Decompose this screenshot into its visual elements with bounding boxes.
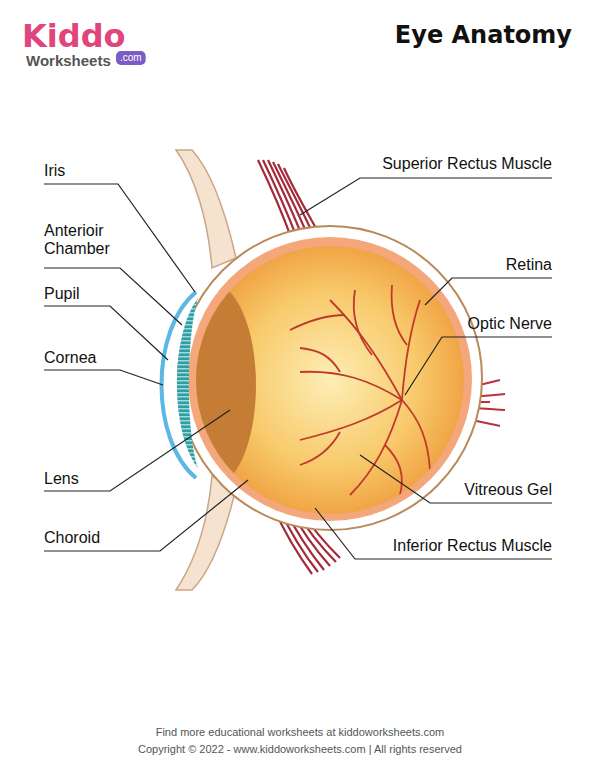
logo-subword: Worksheets (26, 52, 111, 69)
leader-lines (44, 178, 552, 559)
part-label: Optic Nerve (468, 315, 552, 333)
part-label: Anterioir Chamber (44, 222, 130, 259)
logo-domain: .com (120, 52, 142, 64)
footer-copyright: Copyright © 2022 - www.kiddoworksheets.c… (0, 743, 600, 756)
logo-word: Kiddo (22, 18, 126, 55)
upper-eyelid (176, 150, 236, 268)
footer-note: Find more educational worksheets at kidd… (0, 726, 600, 739)
lens (168, 283, 256, 487)
lower-eyelid (176, 476, 236, 590)
part-label: Vitreous Gel (464, 481, 552, 499)
part-label: Lens (44, 470, 79, 488)
part-label: Cornea (44, 349, 96, 367)
part-label: Iris (44, 162, 65, 180)
logo-badge (116, 51, 146, 65)
part-label: Choroid (44, 529, 100, 547)
part-label: Pupil (44, 285, 80, 303)
part-label: Retina (506, 256, 552, 274)
page-title: Eye Anatomy (395, 22, 572, 50)
cornea (162, 292, 197, 478)
part-label: Superior Rectus Muscle (382, 155, 552, 173)
blood-vessels (290, 285, 430, 495)
part-label: Inferior Rectus Muscle (393, 537, 552, 555)
